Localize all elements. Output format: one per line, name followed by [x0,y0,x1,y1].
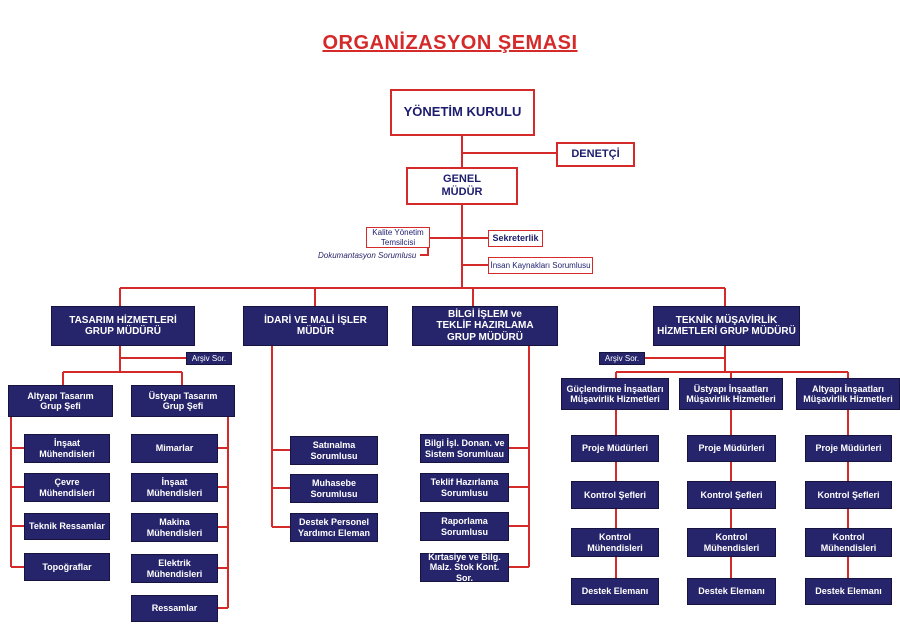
node-elektrik-muhendisleri: Elektrik Mühendisleri [131,554,218,583]
node-destek-elemani-2: Destek Elemanı [687,578,776,605]
node-kontrol-muhendisleri-3: Kontrol Mühendisleri [805,528,892,557]
node-destek-elemani-3: Destek Elemanı [805,578,892,605]
node-yonetim-kurulu: YÖNETİM KURULU [390,89,535,136]
node-idari-mali-isler: İDARİ VE MALİ İŞLER MÜDÜR [243,306,388,346]
node-teknik-musavirlik: TEKNİK MÜŞAVİRLİK HİZMETLERİ GRUP MÜDÜRÜ [653,306,800,346]
node-denetci: DENETÇİ [556,142,635,167]
node-insaat-muhendisleri-2: İnşaat Mühendisleri [131,473,218,502]
node-tasarim-grup-muduru: TASARIM HİZMETLERİ GRUP MÜDÜRÜ [51,306,195,346]
node-proje-mudurleri-2: Proje Müdürleri [687,435,776,462]
node-teklif-hazirlama: Teklif Hazırlama Sorumlusu [420,473,509,502]
node-arsiv-sor-2: Arşiv Sor. [599,352,645,365]
node-insan-kaynaklari: İnsan Kaynakları Sorumlusu [488,257,593,274]
node-altyapi-tasarim: Altyapı Tasarım Grup Şefi [8,385,113,417]
node-kontrol-muhendisleri-2: Kontrol Mühendisleri [687,528,776,557]
node-kontrol-muhendisleri-1: Kontrol Mühendisleri [571,528,659,557]
node-insaat-muhendisleri-1: İnşaat Mühendisleri [24,434,110,463]
node-proje-mudurleri-3: Proje Müdürleri [805,435,892,462]
node-raporlama-sorumlusu: Raporlama Sorumlusu [420,512,509,541]
node-destek-personel: Destek Personel Yardımcı Eleman [290,513,378,542]
node-mimarlar: Mimarlar [131,434,218,463]
node-kalite-yonetim-temsilcisi: Kalite Yönetim Temsilcisi [366,227,430,248]
node-bilgi-islem-teklif: BİLGİ İŞLEM ve TEKLİF HAZIRLAMA GRUP MÜD… [412,306,558,346]
node-muhasebe-sorumlusu: Muhasebe Sorumlusu [290,474,378,503]
node-ustyapi-tasarim: Üstyapı Tasarım Grup Şefi [131,385,235,417]
node-proje-mudurleri-1: Proje Müdürleri [571,435,659,462]
node-bilgi-islem-donanim: Bilgi İşl. Donan. ve Sistem Sorumluau [420,434,509,463]
node-arsiv-sor-1: Arşiv Sor. [186,352,232,365]
node-altyapi-insaatlari: Altyapı İnşaatları Müşavirlik Hizmetleri [796,378,900,410]
node-topograflar: Topoğraflar [24,553,110,581]
node-ressamlar: Ressamlar [131,595,218,622]
node-kirtasiye-stok: Kırtasiye ve Bilg. Malz. Stok Kont. Sor. [420,552,509,583]
node-sekreterlik: Sekreterlik [488,230,543,247]
node-kontrol-sefleri-3: Kontrol Şefleri [805,481,892,509]
node-dokumantasyon-sorumlusu: Dokumantasyon Sorumlusu [318,251,417,260]
node-makina-muhendisleri: Makina Mühendisleri [131,513,218,542]
node-kontrol-sefleri-1: Kontrol Şefleri [571,481,659,509]
node-teknik-ressamlar: Teknik Ressamlar [24,513,110,540]
node-ustyapi-insaatlari: Üstyapı İnşaatları Müşavirlik Hizmetleri [679,378,783,410]
node-destek-elemani-1: Destek Elemanı [571,578,659,605]
node-genel-mudur: GENEL MÜDÜR [406,167,518,205]
node-kontrol-sefleri-2: Kontrol Şefleri [687,481,776,509]
node-satinalma-sorumlusu: Satınalma Sorumlusu [290,436,378,465]
page-title: ORGANİZASYON ŞEMASI [322,32,578,54]
node-cevre-muhendisleri: Çevre Mühendisleri [24,473,110,502]
node-guclendirme-insaatlari: Güçlendirme İnşaatları Müşavirlik Hizmet… [561,378,669,410]
